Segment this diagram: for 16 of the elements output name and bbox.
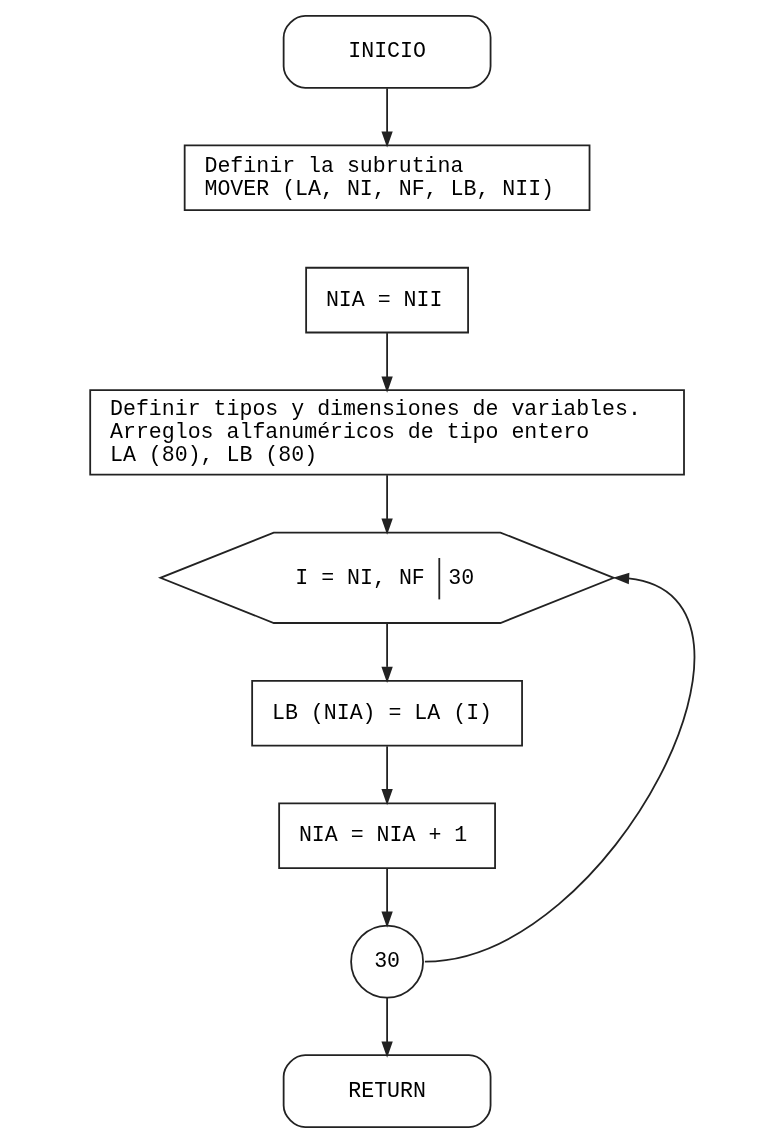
node-box: RETURN (282, 1054, 491, 1129)
arrow (380, 474, 393, 535)
node-circle: 30 (349, 924, 424, 999)
node-box: Definir la subrutina MOVER (LA, NI, NF, LB, NII) (183, 144, 590, 212)
arrow (380, 87, 393, 148)
node-box: LB (NIA) = LA (I) (250, 680, 523, 747)
node-box: NIA = NIA + 1 (277, 802, 496, 869)
arrow (380, 332, 393, 393)
node-box: INICIO (282, 14, 491, 89)
arrow (380, 622, 393, 683)
arrow (423, 572, 695, 963)
arrow (380, 996, 393, 1058)
node-box: Definir tipos y dimensiones de variables. Arreglos alfanuméricos de tipo entero LA (80), LB (80) (88, 389, 685, 476)
arrow (380, 745, 393, 806)
arrow (380, 867, 393, 928)
node-box: NIA = NII (304, 266, 469, 334)
